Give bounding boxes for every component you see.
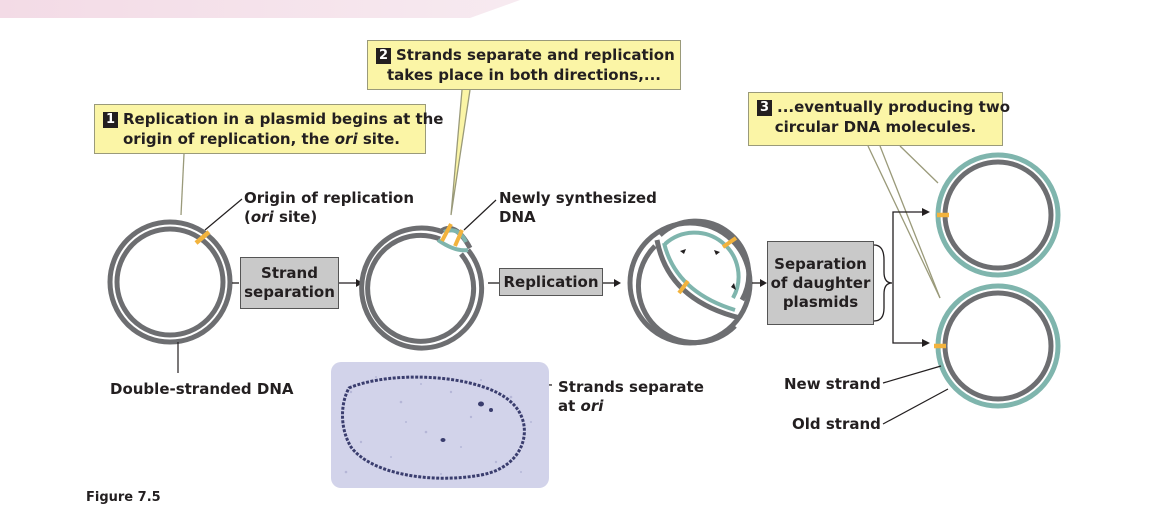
callout-1-line2-em: ori bbox=[334, 130, 358, 148]
electron-micrograph bbox=[331, 362, 549, 488]
header-band bbox=[0, 0, 520, 18]
new-strand-label: New strand bbox=[784, 375, 881, 393]
callout-step-3: 3 ...eventually producing two circular DN… bbox=[748, 92, 1010, 146]
origin-label-em: ori bbox=[250, 208, 274, 226]
origin-label-pre: ( bbox=[244, 208, 251, 226]
newly-synthesized-label: Newly synthesized DNA bbox=[499, 189, 657, 227]
step-number-3: 3 bbox=[757, 100, 772, 116]
callout-2-line2: takes place in both directions,... bbox=[387, 66, 661, 84]
callout-2-line1: Strands separate and replication bbox=[396, 46, 675, 64]
strands-sep-line1: Strands separate bbox=[558, 378, 704, 396]
separation-line2: of daughter bbox=[770, 273, 871, 292]
brace bbox=[873, 244, 893, 322]
ori-marker-3a bbox=[721, 236, 738, 249]
plasmid-3 bbox=[627, 218, 753, 346]
strand-sep-box-line2: separation bbox=[244, 283, 335, 301]
strands-sep-pre: at bbox=[558, 397, 581, 415]
callout3-pointer-c bbox=[899, 145, 939, 184]
plasmid-1 bbox=[107, 219, 233, 345]
old-strand-label: Old strand bbox=[792, 415, 881, 433]
strands-separate-label: Strands separate at ori bbox=[558, 378, 704, 416]
callout-3-line2: circular DNA molecules. bbox=[774, 118, 977, 136]
figure-caption: Figure 7.5 bbox=[86, 490, 161, 505]
replication-box: Replication bbox=[499, 268, 603, 296]
micrograph-image bbox=[341, 375, 532, 480]
daughter-plasmid-top bbox=[935, 152, 1061, 278]
step-number-2: 2 bbox=[376, 48, 391, 64]
callout3-pointer-a bbox=[867, 145, 941, 299]
plasmid-outline-micrograph bbox=[341, 375, 526, 480]
origin-leader bbox=[204, 198, 243, 231]
callout-3-line1: ...eventually producing two bbox=[777, 98, 1011, 116]
newly-leader bbox=[463, 199, 497, 231]
strands-sep-em: ori bbox=[580, 397, 604, 415]
double-stranded-label: Double-stranded DNA bbox=[110, 380, 294, 398]
origin-label-line1: Origin of replication bbox=[244, 189, 415, 207]
callout-1-line2-post: site. bbox=[357, 130, 400, 148]
ori-marker-3b bbox=[677, 279, 690, 295]
separation-line1: Separation bbox=[774, 254, 867, 273]
callout-1-line1: Replication in a plasmid begins at the bbox=[123, 110, 444, 128]
callout2-pointer bbox=[450, 89, 471, 216]
callout3-pointer-b bbox=[879, 145, 941, 299]
old-strand-leader bbox=[882, 388, 949, 425]
newly-line1: Newly synthesized bbox=[499, 189, 657, 207]
callout-1-line2-pre: origin of replication, the bbox=[123, 130, 335, 148]
daughter-plasmid-bottom bbox=[934, 283, 1061, 409]
callout1-pointer bbox=[180, 153, 185, 216]
new-strand-leader bbox=[882, 365, 942, 384]
callout-step-2: 2 Strands separate and replication takes … bbox=[367, 40, 681, 90]
origin-label: Origin of replication (ori site) bbox=[244, 189, 414, 227]
arrow-to-plasmid-3 bbox=[614, 279, 621, 287]
ori-marker-2b bbox=[453, 229, 464, 247]
plasmid-2 bbox=[359, 223, 485, 351]
separation-line3: plasmids bbox=[782, 292, 859, 311]
ori-marker-2a bbox=[440, 223, 453, 242]
arrow-to-daughter-bottom bbox=[922, 339, 930, 347]
strand-sep-box-line1: Strand bbox=[261, 264, 318, 282]
step-number-1: 1 bbox=[103, 112, 118, 128]
newly-line2: DNA bbox=[499, 208, 536, 226]
ori-marker bbox=[194, 230, 211, 245]
arrow-to-separation bbox=[760, 279, 767, 287]
arrow-to-daughter-top bbox=[922, 208, 930, 216]
origin-label-post: site) bbox=[273, 208, 318, 226]
